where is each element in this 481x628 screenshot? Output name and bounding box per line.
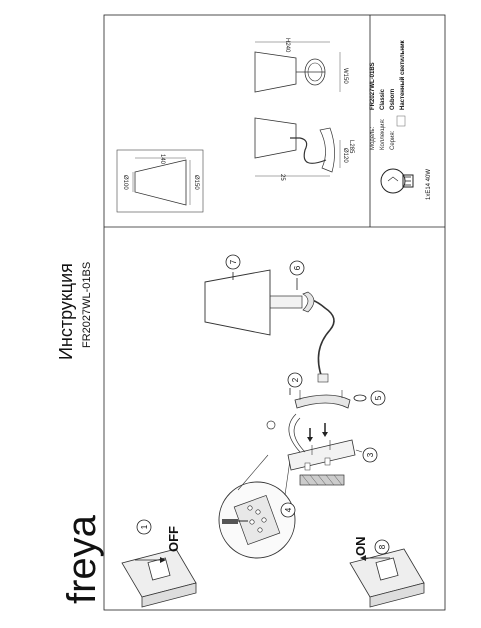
step-2-badge [287, 372, 303, 388]
dim-shade-bottom: Ø150 [193, 175, 199, 190]
page-title: Инструкция [56, 263, 76, 360]
step-4-number: 4 [284, 507, 293, 512]
step-5-badge [370, 390, 386, 406]
lamp-front-view: H240 W150 [254, 38, 348, 93]
spec-series-value: Osborn [390, 88, 396, 110]
step-4-badge [280, 502, 296, 518]
shade-dimension-drawing: 140 Ø100 Ø150 [116, 149, 204, 213]
spec-model-label: Модель: [370, 126, 376, 150]
step-1-badge [136, 519, 152, 535]
step-7-number: 7 [229, 259, 238, 264]
step-6-group: 6 [289, 260, 305, 290]
model-code: FR2027WL-01BS [81, 262, 93, 348]
step-6-badge [289, 260, 305, 276]
step-7-group: 7 [225, 254, 241, 280]
dim-base: Ø120 [342, 148, 348, 163]
step-3-group: 3 [355, 447, 378, 463]
lamp-spec: 1xE14 40W [426, 169, 432, 200]
step-5-group: 5 [353, 390, 386, 406]
dim-length: L285 [348, 140, 354, 154]
step-4-group: 4 [218, 454, 296, 559]
step-8-group: 8 ON [349, 537, 425, 608]
spec-model-value: FR2027WL-01BS [370, 62, 376, 110]
step-7-badge [225, 254, 241, 270]
wall-mount-icon [396, 115, 406, 127]
mounting-plate-group [266, 413, 356, 486]
spec-collection-label: Коллекция: [380, 118, 386, 150]
lamp-side-view: Ø120 25 L285 [254, 117, 354, 181]
screwdriver-icon [222, 519, 238, 524]
brand-logo: freya [60, 514, 104, 604]
step-8-number: 8 [378, 544, 387, 549]
spec-type-value: Настенный светильник [399, 40, 406, 110]
step-3-number: 3 [366, 452, 375, 457]
frame-outer [103, 14, 446, 611]
spec-series-label: Серия: [390, 130, 396, 150]
switch-on-label: ON [353, 537, 368, 557]
switch-off-label: OFF [166, 526, 181, 552]
bulb-icon [380, 168, 414, 194]
step-8-badge [374, 539, 390, 555]
dim-shade-top: Ø100 [122, 175, 128, 190]
step-6-number: 6 [293, 265, 302, 270]
dim-width: W150 [342, 68, 348, 84]
dim-height: H240 [284, 38, 290, 53]
spec-collection-value: Classic [380, 88, 386, 110]
step-3-badge [362, 447, 378, 463]
ground-icon [266, 420, 276, 430]
dim-offset: 25 [279, 174, 285, 181]
step-1-group: 1 OFF [121, 519, 197, 608]
lamp-shade [204, 269, 271, 336]
spec-block: Модель: FR2027WL-01BS Коллекция: Classic… [370, 40, 406, 150]
dim-shade-height: 140 [159, 154, 165, 165]
step-1-number: 1 [140, 524, 149, 529]
step-5-number: 5 [374, 395, 383, 400]
rotate-icon [353, 394, 367, 402]
step-2-number: 2 [291, 377, 300, 382]
lamp-assembly [204, 269, 335, 383]
step-2-group: 2 [287, 372, 351, 409]
